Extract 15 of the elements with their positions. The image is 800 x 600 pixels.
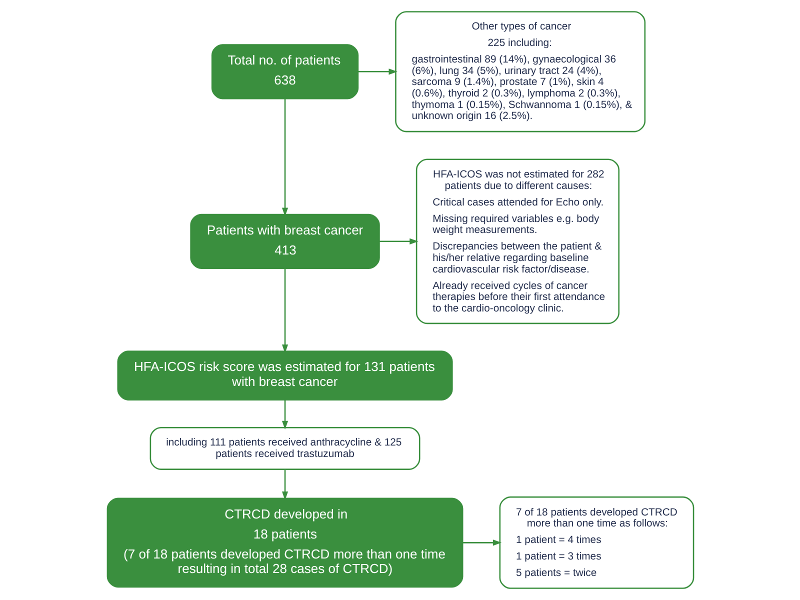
node-box: Total no. of patients 638: [210, 44, 358, 100]
node-box: CTRCD developed in 18 patients (7 of 18 patients developed CTRCD more than one time resulting in total 28 cases of CTRCD): [106, 498, 463, 588]
arrow: [358, 68, 397, 75]
arrow: [281, 400, 288, 430]
arrow: [281, 98, 288, 216]
arrow: [462, 540, 502, 546]
arrow: [281, 268, 288, 354]
node-box: HFA-ICOS was not estimated for 282 patients due to different causes: Critical cases attended for Echo only. Missing required variables e.g. body weight measurements. Discrepancies between the patient & his/her relative regarding baseline cardiovascular risk factor/disease. Already received cycles of cancer therapies before their first attendance to the cardio-oncology clinic.: [415, 158, 619, 324]
node-box: Other types of cancer 225 including: gastrointestinal 89 (14%), gynaecological 36 (6%), lung 34 (5%), urinary tract 24 (4%), sarcoma 9 (1.4%), prostate 7 (1%), skin 4 (0.6%), thyroid 2 (0.3%), lymphoma 2 (0.3%), thymoma 1 (0.15%), Schwannoma 1 (0.15%), & unknown origin 16 (2.5%).: [394, 11, 646, 132]
arrow: [378, 238, 418, 244]
node-box: including 111 patients received anthracycline & 125 patients received trastuzumab: [149, 426, 420, 470]
arrow: [281, 469, 288, 500]
node-box: Patients with breast cancer 413: [190, 214, 380, 269]
node-box: 7 of 18 patients developed CTRCD more than one time as follows: 1 patient = 4 times 1 patient = 3 times 5 patients = twice: [498, 496, 694, 589]
node-box: HFA-ICOS risk score was estimated for 131 patients with breast cancer: [116, 350, 452, 400]
